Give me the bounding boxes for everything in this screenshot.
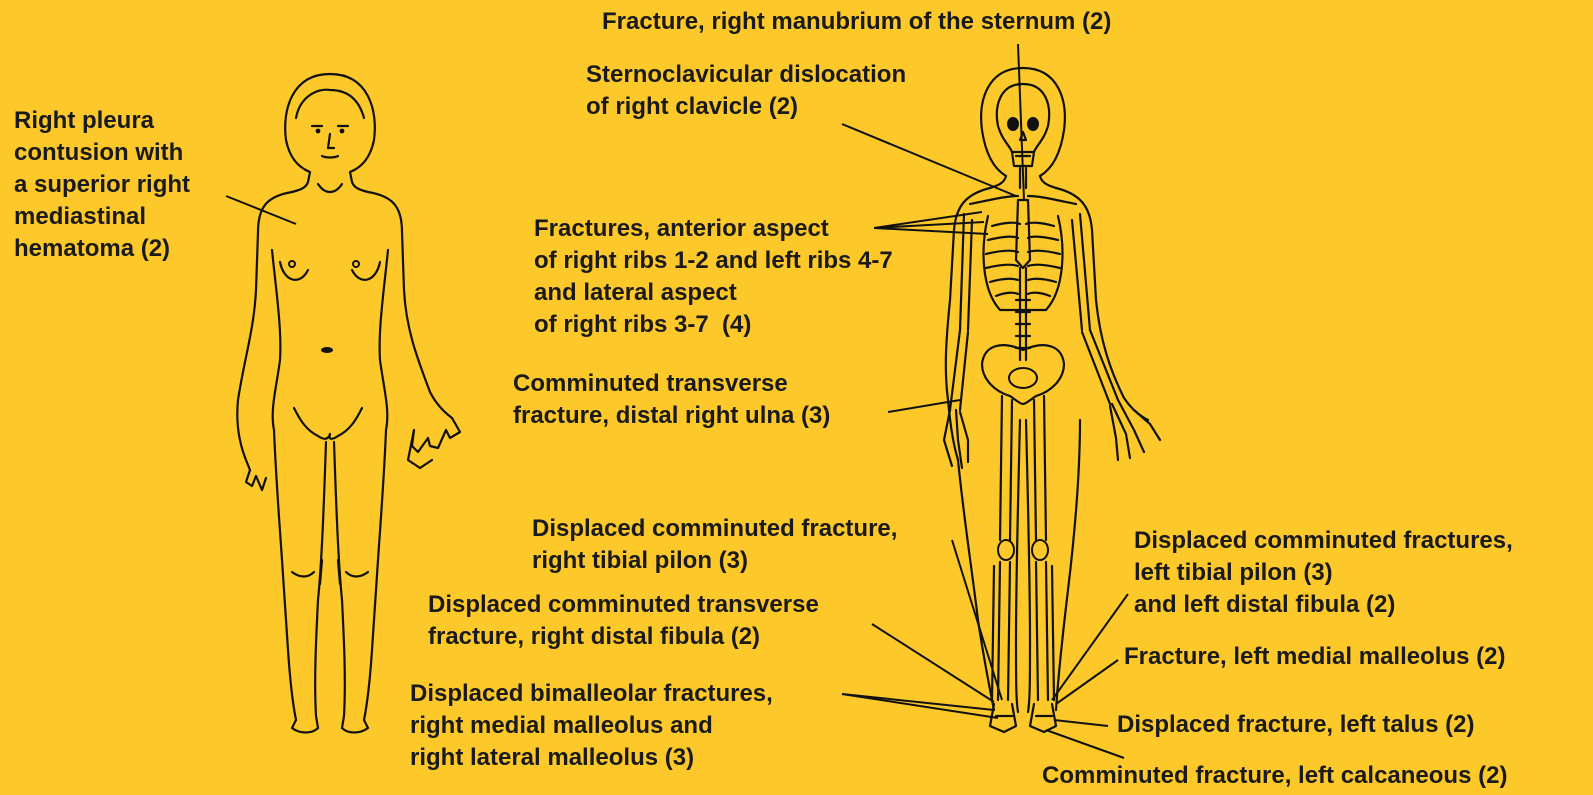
leader-bimalleolar-2 bbox=[842, 694, 998, 718]
label-pleura: Right pleura contusion with a superior r… bbox=[14, 105, 190, 265]
label-left-medial-malleolus: Fracture, left medial malleolus (2) bbox=[1124, 641, 1505, 673]
label-ribs: Fractures, anterior aspect of right ribs… bbox=[534, 213, 893, 341]
leader-pleura bbox=[226, 196, 296, 224]
label-left-tibial-pilon: Displaced comminuted fractures, left tib… bbox=[1134, 525, 1513, 621]
skeleton-figure bbox=[944, 68, 1160, 732]
label-right-tibial-pilon: Displaced comminuted fracture, right tib… bbox=[532, 513, 897, 577]
leader-left-talus bbox=[1054, 720, 1108, 726]
leader-left-tibial-pilon bbox=[1052, 594, 1128, 700]
label-bimalleolar: Displaced bimalleolar fractures, right m… bbox=[410, 678, 773, 774]
label-right-distal-fibula: Displaced comminuted transverse fracture… bbox=[428, 589, 819, 653]
body-outline-figure bbox=[237, 74, 460, 733]
label-sternoclavicular: Sternoclavicular dislocation of right cl… bbox=[586, 59, 906, 123]
label-ulna: Comminuted transverse fracture, distal r… bbox=[513, 368, 830, 432]
label-manubrium: Fracture, right manubrium of the sternum… bbox=[602, 6, 1111, 38]
leader-left-calcaneous bbox=[1046, 730, 1124, 758]
leader-bimalleolar-1 bbox=[842, 694, 994, 710]
label-left-talus: Displaced fracture, left talus (2) bbox=[1117, 709, 1474, 741]
label-left-calcaneous: Comminuted fracture, left calcaneous (2) bbox=[1042, 760, 1507, 792]
leader-right-tibial-pilon bbox=[952, 540, 1002, 700]
leader-right-distal-fibula bbox=[872, 624, 994, 702]
